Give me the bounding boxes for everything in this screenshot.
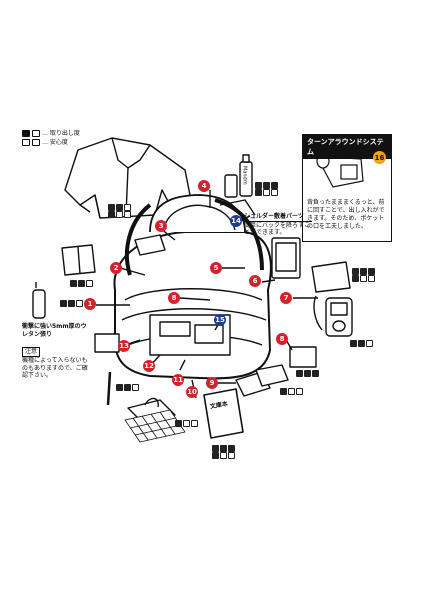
badge-15: 15 xyxy=(214,314,226,326)
badge-2: 2 xyxy=(110,262,122,274)
rating-wallet xyxy=(352,268,375,275)
rating-jacket xyxy=(108,204,131,211)
rating-jacket-2 xyxy=(108,211,131,218)
rating-tissue xyxy=(175,420,198,427)
legend-row-2: … 安心度 xyxy=(22,138,80,147)
rating-pen xyxy=(116,384,139,391)
legend: … 取り出し度 … 安心度 xyxy=(22,129,80,147)
left-note: 衝撃に強い5mm厚のウレタン張り 注意 機種によって入らないものもありますので、… xyxy=(22,323,92,380)
rating-bottle xyxy=(255,182,278,189)
shoulder-callout: シュルダー敷着パーツ 簡単にバックを降ろすことができます。 xyxy=(244,213,312,237)
badge-8a: 8 xyxy=(168,292,180,304)
badge-8b: 8 xyxy=(276,333,288,345)
badge-14: 14 xyxy=(230,215,242,227)
shoulder-callout-text: 簡単にバックを降ろすことができます。 xyxy=(244,221,311,237)
legend-row-1: … 取り出し度 xyxy=(22,129,80,138)
badge-4: 4 xyxy=(198,180,210,192)
takeout-icon xyxy=(22,130,30,137)
rating-book xyxy=(212,445,235,452)
badge-7: 7 xyxy=(280,292,292,304)
checker-pad xyxy=(124,409,186,443)
camera-drawing xyxy=(289,346,317,368)
panel-text: 背負ったまままくるっと、前に回すことで、出し入れができます。そのため、ポケットの… xyxy=(307,199,385,230)
drink-label: Mandm xyxy=(241,166,248,185)
badge-1: 1 xyxy=(84,298,96,310)
person-turnaround-drawing xyxy=(316,153,364,188)
shoulder-callout-title: シュルダー敷着パーツ xyxy=(244,213,312,222)
safety-icon xyxy=(22,139,30,146)
legend-label-1: … 取り出し度 xyxy=(42,130,80,137)
badge-5: 5 xyxy=(210,262,222,274)
badge-13: 13 xyxy=(118,340,130,352)
badge-11: 11 xyxy=(172,374,184,386)
bottle-drawing xyxy=(224,174,238,198)
badge-10: 10 xyxy=(186,386,198,398)
safety-icon-2 xyxy=(32,139,40,146)
rating-player xyxy=(350,340,373,347)
left-note-text: 機種によって入らないものもありますので、ご確認下さい。 xyxy=(22,357,88,379)
rating-bottle-2 xyxy=(255,189,278,196)
bag-drawing xyxy=(113,231,272,380)
rating-camera xyxy=(296,370,319,377)
rating-phone xyxy=(60,300,83,307)
panel-title: ターンアラウンドシステム xyxy=(303,135,391,159)
rating-notebook xyxy=(70,280,93,287)
rating-book-2 xyxy=(212,452,235,459)
turnaround-panel: ターンアラウンドシステム 16 背負ったまままくるっと、前に回すことで、出し入れ… xyxy=(302,134,392,242)
book-drawing xyxy=(203,388,244,439)
pen-drawing xyxy=(106,371,112,406)
badge-9: 9 xyxy=(206,377,218,389)
rating-tickets xyxy=(280,388,303,395)
legend-label-2: … 安心度 xyxy=(42,139,68,146)
takeout-icon-2 xyxy=(32,130,40,137)
left-note-tag: 注意 xyxy=(22,347,41,357)
phone-drawing xyxy=(32,289,46,319)
card-drawing xyxy=(94,333,120,353)
left-note-title: 衝撃に強い5mm厚のウレタン張り xyxy=(22,323,87,338)
badge-3: 3 xyxy=(155,220,167,232)
wallet-drawing xyxy=(311,261,351,293)
badge-12: 12 xyxy=(143,360,155,372)
panel-number-badge: 16 xyxy=(373,151,386,164)
rating-wallet-2 xyxy=(352,275,375,282)
badge-6: 6 xyxy=(249,275,261,287)
